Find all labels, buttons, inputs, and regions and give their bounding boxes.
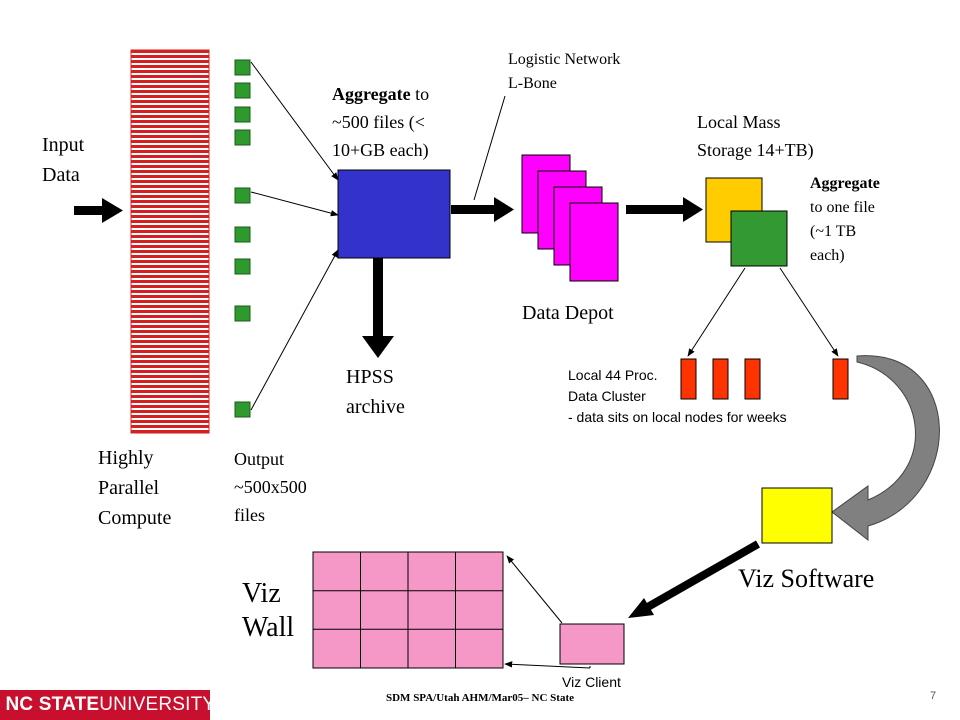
cluster-node [680, 358, 697, 400]
parallel-compute-block [130, 49, 210, 434]
viz-software-box [761, 487, 833, 544]
aggregate-one-line: (~1 TB [810, 223, 857, 240]
compute-line: Parallel [98, 477, 160, 499]
input-data-label: Input Data [42, 130, 84, 190]
cluster-node [832, 358, 849, 400]
cluster-line: Data Cluster [568, 388, 646, 404]
viz-wall-line: Viz [242, 578, 281, 609]
client-to-wall-arrow [504, 661, 591, 669]
compute-label: Highly Parallel Compute [98, 443, 171, 533]
compute-line: Highly [98, 447, 154, 469]
local-mass-line: Storage 14+TB) [697, 140, 814, 160]
local-mass-storage-label: Local Mass Storage 14+TB) [697, 108, 814, 164]
input-arrow [74, 198, 123, 223]
input-data-line: Input [42, 134, 85, 156]
cluster-line: Local 44 Proc. [568, 367, 658, 383]
local-mass-storage-front [730, 210, 788, 267]
output-label: Output ~500x500 files [234, 445, 307, 529]
hpss-line: HPSS [346, 366, 394, 388]
aggregate-500-line: Aggregate to [332, 80, 429, 108]
aggregate-one-line: Aggregate [810, 172, 880, 196]
aggregate-500-line: ~500 files (< [332, 112, 425, 132]
cluster-line: - data sits on local nodes for weeks [568, 409, 787, 425]
storage-to-cluster-arrow [687, 267, 746, 357]
nc-state-logo: NC STATEUNIVERSITY [0, 690, 210, 720]
depot-to-storage-arrow [626, 197, 703, 222]
output-file-square [234, 59, 251, 76]
aggregate-keyword: Aggregate [810, 175, 880, 192]
data-cluster-label: Local 44 Proc. Data Cluster - data sits … [568, 365, 787, 428]
slide-footer: SDM SPA/Utah AHM/Mar05– NC State [386, 692, 574, 704]
cluster-node [712, 358, 729, 400]
data-depot-label: Data Depot [522, 302, 614, 324]
data-cluster-nodes [680, 358, 849, 400]
logistic-network-pointer [473, 95, 506, 201]
output-file-square [234, 187, 251, 204]
output-file-square [234, 226, 251, 243]
aggregate-one-line: to one file [810, 199, 875, 216]
output-to-aggregate-arrow [250, 61, 339, 181]
aggregate-500-label: Aggregate to ~500 files (< 10+GB each) [332, 80, 429, 164]
local-mass-line: Local Mass [697, 112, 781, 132]
hpss-line: archive [346, 396, 405, 418]
output-file-square [234, 305, 251, 322]
output-line: Output [234, 449, 285, 469]
hpss-label: HPSS archive [346, 362, 405, 422]
logistic-line: Logistic Network [508, 51, 621, 68]
logo-rest-text: UNIVERSITY [99, 694, 210, 715]
aggregate-one-line: each) [810, 247, 845, 264]
aggregate-to-depot-arrow [451, 197, 514, 222]
viz-wall-label: Viz Wall [242, 577, 294, 645]
aggregate-500-line: 10+GB each) [332, 140, 429, 160]
output-line: files [234, 505, 265, 525]
viz-software-label: Viz Software [738, 564, 875, 593]
client-to-wall-arrow [506, 555, 563, 624]
output-to-aggregate-arrow [250, 191, 339, 217]
logo-bold-text: NC STATE [5, 694, 100, 715]
output-files [234, 59, 251, 418]
cluster-to-viz-curved-arrow [831, 355, 940, 542]
output-file-square [234, 129, 251, 146]
viz-wall-grid [312, 551, 504, 669]
aggregate-one-label: Aggregate to one file (~1 TB each) [810, 172, 880, 268]
aggregator-block [337, 169, 451, 259]
logistic-line: L-Bone [508, 75, 557, 92]
viz-wall-line: Wall [242, 612, 295, 643]
storage-to-cluster-arrow [779, 267, 839, 357]
viz-client-label: Viz Client [562, 674, 621, 690]
viz-software-to-client-arrow [628, 540, 760, 618]
aggregate-rest: to [410, 84, 430, 104]
hpss-arrow [362, 258, 394, 358]
logistic-network-label: Logistic Network L-Bone [508, 48, 620, 96]
output-file-square [234, 258, 251, 275]
output-file-square [234, 106, 251, 123]
data-depot-stack [521, 154, 619, 282]
output-file-square [234, 82, 251, 99]
viz-client-box [559, 623, 625, 665]
output-file-square [234, 401, 251, 418]
page-number: 7 [930, 690, 937, 702]
compute-line: Compute [98, 507, 172, 529]
aggregate-keyword: Aggregate [332, 84, 411, 104]
output-to-aggregate-arrow [250, 249, 339, 411]
cluster-node [744, 358, 761, 400]
input-data-line: Data [42, 164, 80, 186]
output-line: ~500x500 [234, 477, 307, 497]
